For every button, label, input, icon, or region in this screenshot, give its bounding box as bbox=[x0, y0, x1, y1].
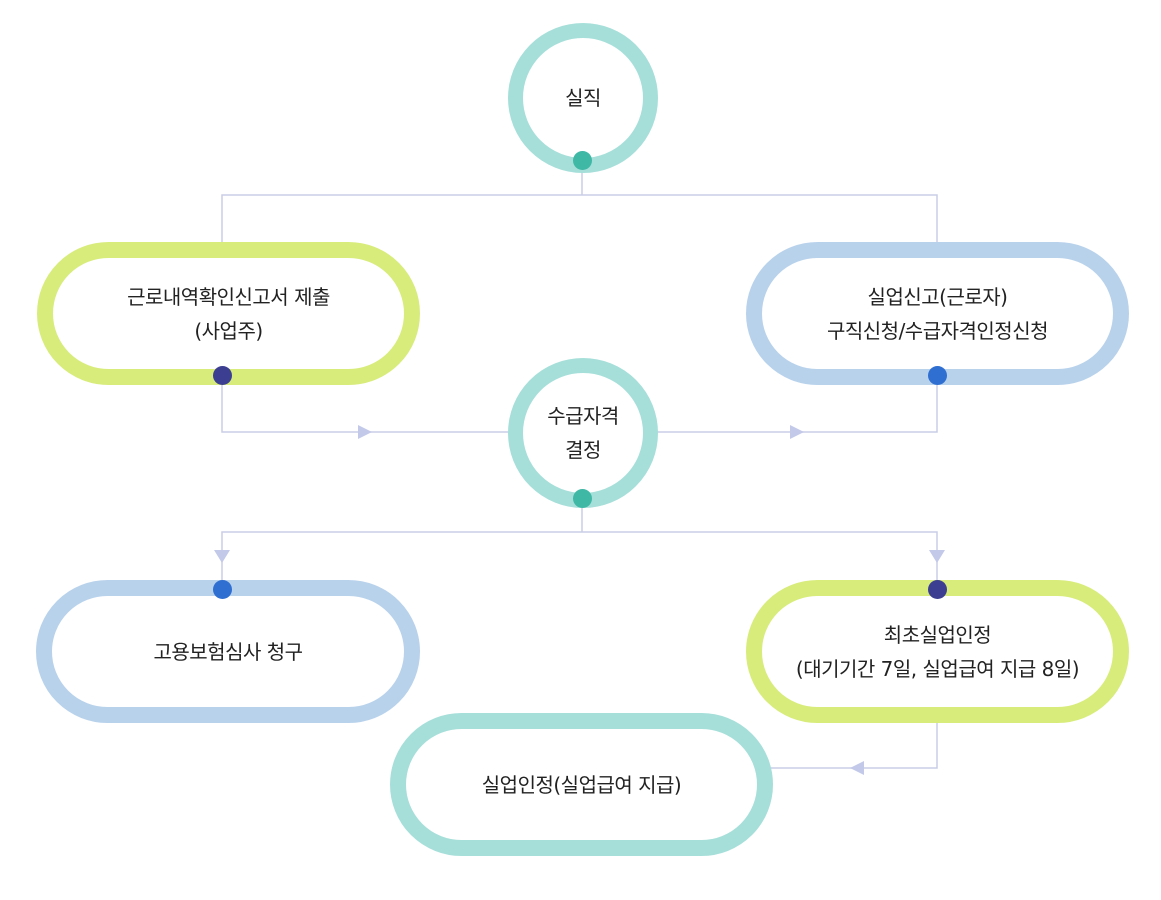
node-review-request-label: 고용보험심사 청구 bbox=[153, 639, 303, 664]
node-employer-report: 근로내역확인신고서 제출 (사업주) bbox=[37, 242, 420, 385]
arrow-down-icon bbox=[929, 550, 945, 563]
arrow-right-icon bbox=[358, 425, 372, 439]
node-eligibility-line1: 수급자격 bbox=[547, 404, 619, 428]
node-recognition-label: 실업인정(실업급여 지급) bbox=[481, 772, 682, 797]
node-job-loss-label: 실직 bbox=[565, 86, 601, 110]
node-first-recognition-line2: (대기기간 7일, 실업급여 지급 8일) bbox=[795, 656, 1080, 681]
connector-dot bbox=[573, 489, 592, 508]
node-recognition: 실업인정(실업급여 지급) bbox=[390, 713, 773, 856]
node-first-recognition-line1: 최초실업인정 bbox=[883, 622, 992, 647]
connector-dot bbox=[213, 366, 232, 385]
line-employer-to-eligibility bbox=[221, 385, 508, 433]
node-worker-report-line1: 실업신고(근로자) bbox=[867, 284, 1008, 309]
connector-dot bbox=[928, 580, 947, 599]
node-review-request: 고용보험심사 청구 bbox=[36, 580, 420, 723]
node-worker-report: 실업신고(근로자) 구직신청/수급자격인정신청 bbox=[746, 242, 1129, 385]
node-employer-report-line1: 근로내역확인신고서 제출 bbox=[127, 284, 330, 309]
node-eligibility: 수급자격 결정 bbox=[508, 358, 658, 508]
connector-dot bbox=[213, 580, 232, 599]
line-eligibility-to-worker bbox=[657, 385, 938, 433]
node-worker-report-line2: 구직신청/수급자격인정신청 bbox=[826, 318, 1049, 343]
arrow-left-icon bbox=[850, 761, 864, 775]
node-first-recognition: 최초실업인정 (대기기간 7일, 실업급여 지급 8일) bbox=[746, 580, 1129, 723]
connector-dot bbox=[573, 151, 592, 170]
arrow-right-icon bbox=[790, 425, 804, 439]
line-first-to-recognition bbox=[768, 712, 938, 769]
node-employer-report-line2: (사업주) bbox=[194, 318, 263, 343]
node-eligibility-line2: 결정 bbox=[565, 438, 601, 462]
line-job-loss-split bbox=[221, 170, 938, 242]
line-eligibility-split bbox=[221, 506, 938, 580]
connector-dot bbox=[928, 366, 947, 385]
arrow-down-icon bbox=[214, 550, 230, 563]
